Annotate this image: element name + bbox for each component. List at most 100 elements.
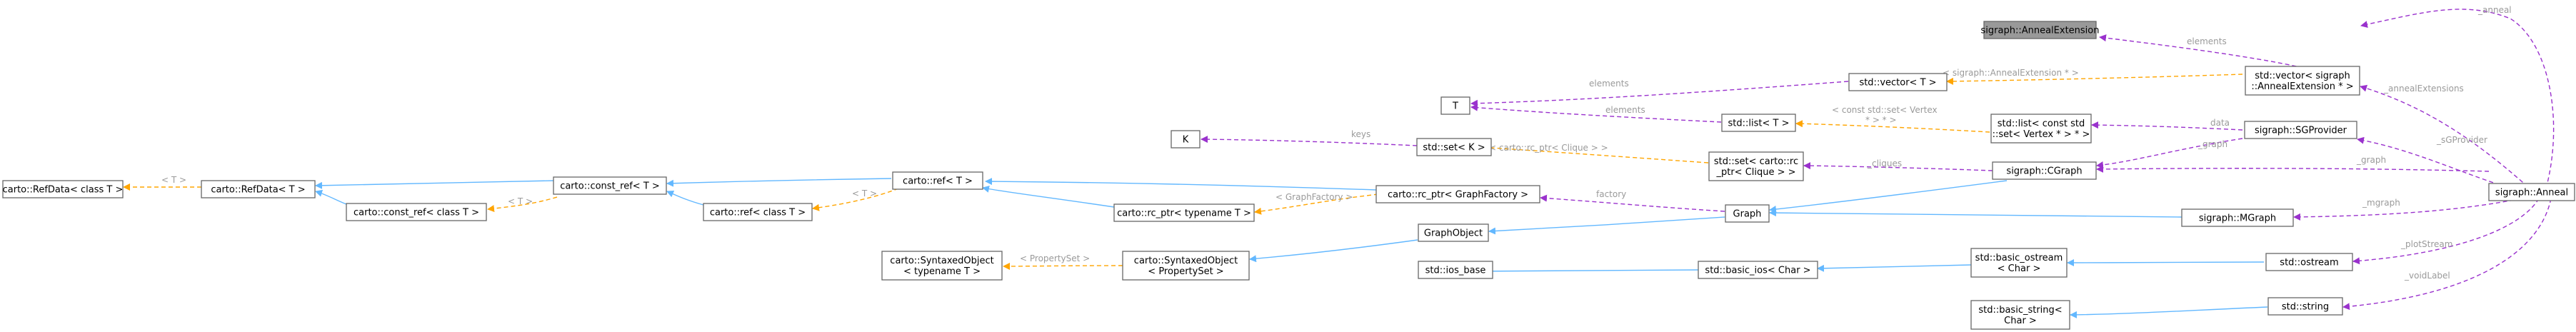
node-label: carto::ref< T >: [903, 176, 973, 187]
node-box: [1122, 251, 1250, 281]
edge-cgraph-to-set-clique: _cliques: [1803, 159, 1993, 171]
node-label: std::set< K >: [1423, 143, 1485, 154]
node-box: [1171, 130, 1201, 149]
node-box: [1698, 261, 1818, 279]
edge-constref-class-to-refdata: [315, 189, 347, 205]
node-cgraph[interactable]: sigraph::CGraph: [1992, 161, 2097, 180]
node-label: T: [1452, 101, 1458, 112]
node-box: [1725, 204, 1770, 223]
node-box: [2267, 297, 2343, 316]
node-box: [1418, 223, 1489, 242]
node-label: < Char >: [1998, 263, 2041, 274]
edge-basic-ostream-to-basic-ios: [1817, 264, 1972, 272]
node-label: carto::rc_ptr< GraphFactory >: [1388, 190, 1528, 201]
node-label: std::basic_ios< Char >: [1705, 266, 1810, 276]
node-box: [1375, 185, 1540, 203]
node-vector-t[interactable]: std::vector< T >: [1848, 73, 1948, 91]
node-label: std::basic_string<: [1978, 305, 2062, 316]
node-graphobject[interactable]: GraphObject: [1418, 223, 1489, 242]
edge-mgraph-to-graph: [1769, 209, 2182, 218]
node-list-t[interactable]: std::list< T >: [1721, 114, 1796, 132]
node-box: [1992, 161, 2097, 180]
node-ios-base[interactable]: std::ios_base: [1418, 261, 1493, 279]
node-syntaxed-propertyset[interactable]: carto::SyntaxedObject< PropertySet >: [1122, 251, 1250, 281]
node-const-ref-t[interactable]: carto::const_ref< T >: [553, 176, 667, 195]
node-basic-ostream[interactable]: std::basic_ostream< Char >: [1970, 248, 2068, 278]
node-label: carto::rc_ptr< typename T >: [1117, 208, 1251, 219]
edge-sgprovider-to-cgraph: _graph: [2096, 138, 2243, 168]
node-box: [1418, 261, 1493, 279]
node-label: sigraph::SGProvider: [2255, 126, 2347, 136]
node-label: Graph: [1733, 209, 1762, 220]
node-anneal-extension[interactable]: sigraph::AnnealExtension: [1981, 21, 2100, 39]
node-label: std::vector< sigraph: [2255, 71, 2350, 81]
edge-label-graph-1: _graph: [2197, 139, 2227, 149]
node-label: std::set< carto::rc: [1714, 156, 1798, 167]
edge-label-graphfactory: < GraphFactory >: [1276, 192, 1353, 202]
edge-syntaxed-typename-to-propertyset: < PropertySet >: [1003, 253, 1123, 270]
node-basic-ios[interactable]: std::basic_ios< Char >: [1698, 261, 1818, 279]
node-vector-anneal-extension[interactable]: std::vector< sigraph::AnnealExtension * …: [2245, 66, 2360, 96]
node-label: K: [1183, 135, 1189, 146]
edge-label-void-label: _voidLabel: [2404, 271, 2450, 281]
node-sgprovider[interactable]: sigraph::SGProvider: [2244, 121, 2357, 139]
node-t[interactable]: T: [1440, 96, 1470, 115]
node-k[interactable]: K: [1171, 130, 1201, 149]
node-label: carto::const_ref< T >: [560, 181, 660, 192]
node-label: carto::SyntaxedObject: [890, 256, 993, 266]
node-label: std::ios_base: [1425, 266, 1486, 276]
node-label: std::basic_ostream: [1975, 253, 2063, 263]
edge-label-sgprovider: _sGProvider: [2436, 135, 2487, 145]
node-ostream[interactable]: std::ostream: [2265, 253, 2353, 271]
node-rc-ptr-graphfactory[interactable]: carto::rc_ptr< GraphFactory >: [1375, 185, 1540, 203]
node-box: [1990, 114, 2092, 144]
edge-anneal-to-cgraph: _graph: [2096, 155, 2490, 173]
node-refdata-t[interactable]: carto::RefData< T >: [201, 180, 316, 198]
node-box: [1970, 300, 2070, 330]
edge-anneal-to-ostream: _plotStream: [2352, 198, 2540, 265]
edge-setk-to-set-clique: < carto::rc_ptr< Clique > >: [1479, 143, 1709, 164]
node-label: std::string: [2282, 302, 2329, 313]
edge-label-anneal: _anneal: [2477, 5, 2512, 15]
edge-ostream-to-basic-ostream: [2067, 258, 2265, 266]
node-box: [1708, 151, 1804, 181]
node-syntaxed-typename[interactable]: carto::SyntaxedObject< typename T >: [881, 251, 1003, 281]
node-const-ref-class-t[interactable]: carto::const_ref< class T >: [346, 203, 487, 221]
edge-label-const-set-vertex-1: < const std::set< Vertex: [1832, 105, 1938, 115]
node-set-clique[interactable]: std::set< carto::rc_ptr< Clique > >: [1708, 151, 1804, 181]
node-list-set-vertex[interactable]: std::list< const std::set< Vertex * > * …: [1990, 114, 2092, 144]
node-string[interactable]: std::string: [2267, 297, 2343, 316]
node-label: carto::const_ref< class T >: [354, 208, 479, 218]
edge-label-t-3: < T >: [852, 188, 877, 198]
edge-rcptr-gf-to-rcptr-typename: < GraphFactory >: [1254, 192, 1379, 215]
edge-vectort-to-t: elements: [1470, 79, 1849, 107]
node-label: std::list< T >: [1728, 119, 1790, 129]
node-box: [2181, 208, 2294, 227]
edge-basic-ios-to-ios-base: [1470, 267, 1699, 275]
node-anneal[interactable]: sigraph::Anneal: [2488, 183, 2575, 201]
node-label: ::set< Vertex * > * >: [1993, 129, 2090, 140]
edge-anneal-to-sgprovider: _sGProvider: [2357, 135, 2507, 188]
edge-vector-annealext-to-annealextension: elements: [2099, 34, 2304, 69]
node-box: [201, 180, 316, 198]
node-ref-class-t[interactable]: carto::ref< class T >: [703, 203, 813, 221]
node-box: [1848, 73, 1948, 91]
edge-label-t-2: < T >: [508, 196, 533, 206]
node-basic-string[interactable]: std::basic_string<Char >: [1970, 300, 2070, 330]
node-set-k[interactable]: std::set< K >: [1416, 138, 1492, 156]
node-label: sigraph::CGraph: [2006, 166, 2082, 177]
node-ref-t[interactable]: carto::ref< T >: [892, 171, 983, 190]
node-refdata-class-t[interactable]: carto::RefData< class T >: [2, 180, 124, 198]
edge-label-elements-1: elements: [2187, 36, 2227, 46]
node-box: [1970, 248, 2068, 278]
node-label: std::vector< T >: [1859, 78, 1936, 89]
node-graph[interactable]: Graph: [1725, 204, 1770, 223]
node-label: sigraph::MGraph: [2199, 213, 2276, 224]
edge-label-propertyset: < PropertySet >: [1020, 253, 1090, 263]
node-mgraph[interactable]: sigraph::MGraph: [2181, 208, 2294, 227]
node-label: < typename T >: [903, 266, 981, 277]
node-rc-ptr-typename[interactable]: carto::rc_ptr< typename T >: [1113, 203, 1255, 222]
node-label: carto::ref< class T >: [710, 208, 806, 218]
edge-ref-class-to-constref: [666, 190, 704, 206]
